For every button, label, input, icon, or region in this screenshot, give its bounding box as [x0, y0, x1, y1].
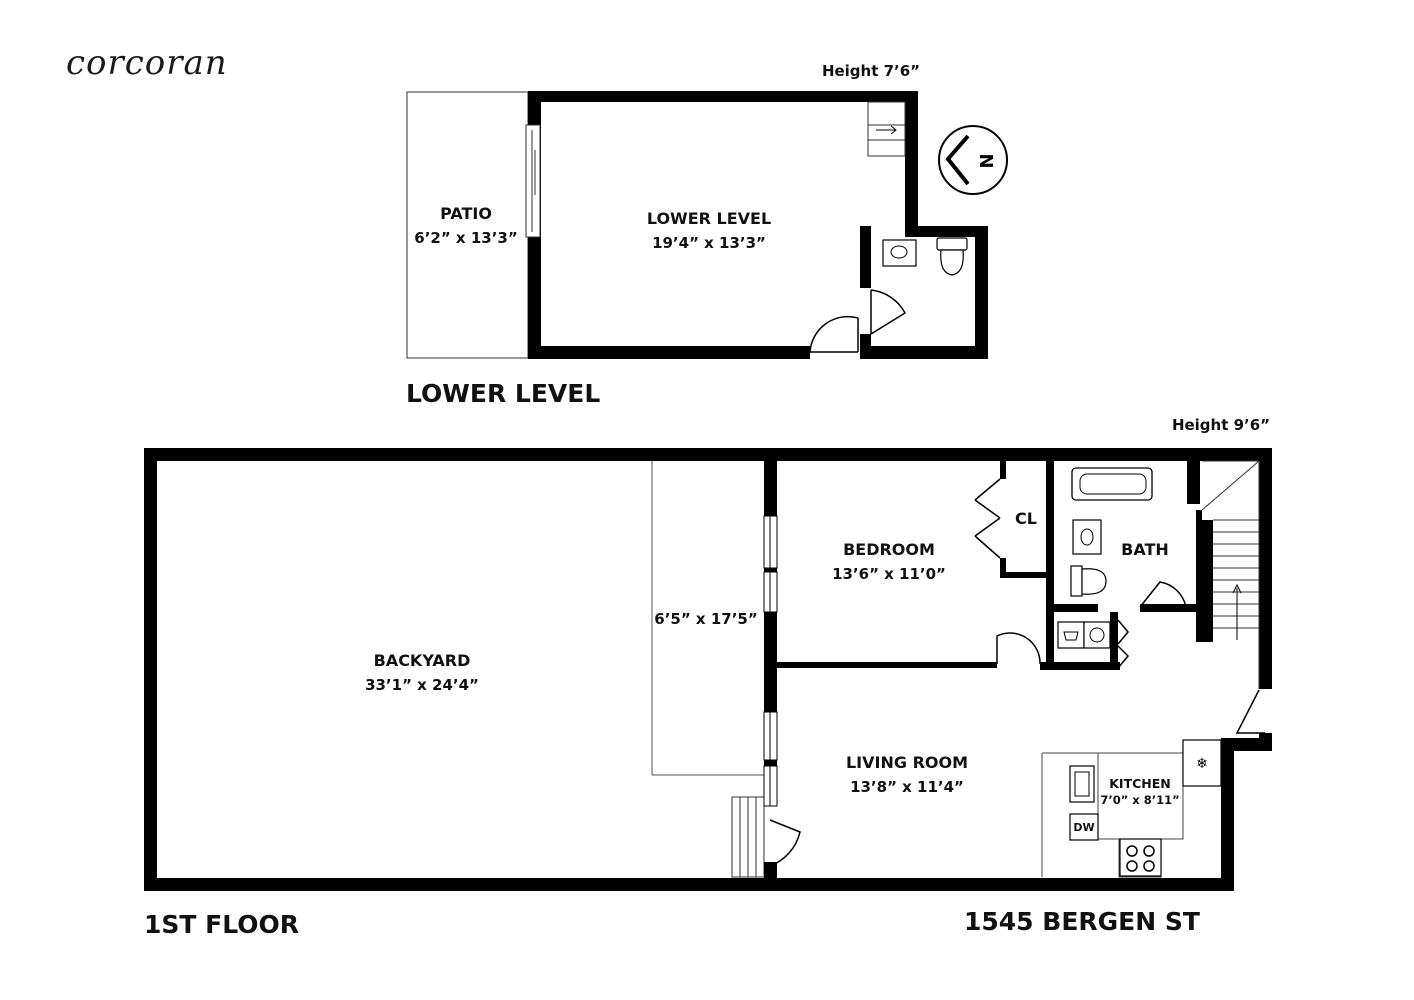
stove-icon: [1119, 838, 1162, 877]
bath-door-icon: [1139, 581, 1187, 608]
entry-door-icon: [1235, 689, 1265, 734]
door-icon: [809, 315, 859, 353]
refrigerator-icon: [1182, 739, 1222, 787]
north-arrow-icon: N: [938, 125, 1008, 195]
lower-level-room-dims: 19’4” x 13’3”: [652, 234, 766, 252]
deck-dims: 6’5” x 17’5”: [654, 610, 757, 628]
toilet-icon: [1070, 565, 1083, 597]
door-icon: [870, 289, 906, 335]
lower-level-floor-label: LOWER LEVEL: [406, 379, 600, 408]
living-room-label: LIVING ROOM: [846, 753, 968, 772]
washer-icon: [1057, 621, 1085, 649]
bedroom-label: BEDROOM: [843, 540, 935, 559]
sink-icon: [882, 239, 917, 267]
lower-level-room-label: LOWER LEVEL: [647, 209, 771, 228]
dryer-icon: [1083, 621, 1111, 649]
backyard-label: BACKYARD: [374, 651, 471, 670]
corcoran-logo: corcoran: [66, 43, 228, 83]
backyard-dims: 33’1” x 24’4”: [365, 676, 479, 694]
sink-icon: [1072, 519, 1102, 555]
patio-area: [406, 91, 529, 359]
first-floor-height: Height 9’6”: [1172, 416, 1270, 434]
bedroom-dims: 13’6” x 11’0”: [832, 565, 946, 583]
deck-door-icon: [769, 819, 801, 867]
closet-door-icon: [974, 517, 1001, 559]
lower-level-plan: PATIO 6’2” x 13’3” LOWER LEVEL 19’4” x 1…: [406, 62, 988, 408]
snowflake-icon: ❄: [1196, 756, 1208, 772]
kitchen-label: KITCHEN: [1109, 776, 1171, 791]
patio-label: PATIO: [440, 204, 492, 223]
dishwasher-label: DW: [1073, 821, 1094, 834]
kitchen-sink-icon: [1069, 765, 1095, 803]
laundry-door-icon: [1117, 619, 1130, 669]
kitchen-dims: 7’0” x 8’11”: [1100, 793, 1179, 807]
lower-level-height: Height 7’6”: [822, 62, 920, 80]
first-floor-plan: DW ❄ BACKYARD 33’1” x 24’4” 6’5” x 17’5”…: [144, 416, 1272, 939]
bathtub-icon: [1071, 467, 1153, 501]
first-floor-label: 1ST FLOOR: [144, 910, 299, 939]
closet-door-icon: [974, 478, 1001, 519]
bath-label: BATH: [1121, 540, 1169, 559]
living-room-dims: 13’8” x 11’4”: [850, 778, 964, 796]
bedroom-door-icon: [996, 632, 1041, 665]
closet-label: CL: [1015, 509, 1037, 528]
toilet-icon: [936, 237, 968, 251]
compass-letter: N: [977, 153, 998, 168]
dishwasher-icon: [1069, 813, 1099, 841]
address-label: 1545 BERGEN ST: [964, 907, 1200, 936]
kitchen-counter: [1042, 752, 1184, 878]
patio-dims: 6’2” x 13’3”: [414, 229, 517, 247]
